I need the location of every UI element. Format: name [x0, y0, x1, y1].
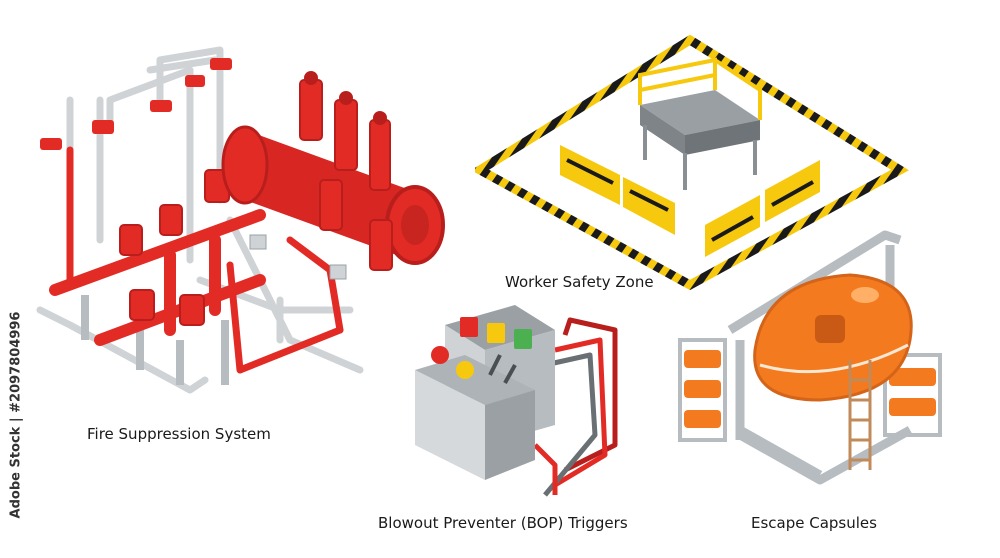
worker-safety-zone-label: Worker Safety Zone	[505, 273, 654, 291]
stock-watermark: Adobe Stock | #2097804996	[6, 290, 26, 540]
stock-watermark-text: Adobe Stock | #2097804996	[8, 311, 24, 519]
bop-triggers-label: Blowout Preventer (BOP) Triggers	[378, 514, 628, 532]
bop-control-panel-illustration	[415, 305, 618, 497]
fire-suppression-system-illustration	[36, 46, 445, 394]
fire-suppression-label: Fire Suppression System	[87, 425, 271, 443]
worker-safety-zone-illustration	[475, 35, 909, 290]
escape-capsules-illustration	[678, 230, 942, 485]
escape-capsules-label: Escape Capsules	[751, 514, 877, 532]
